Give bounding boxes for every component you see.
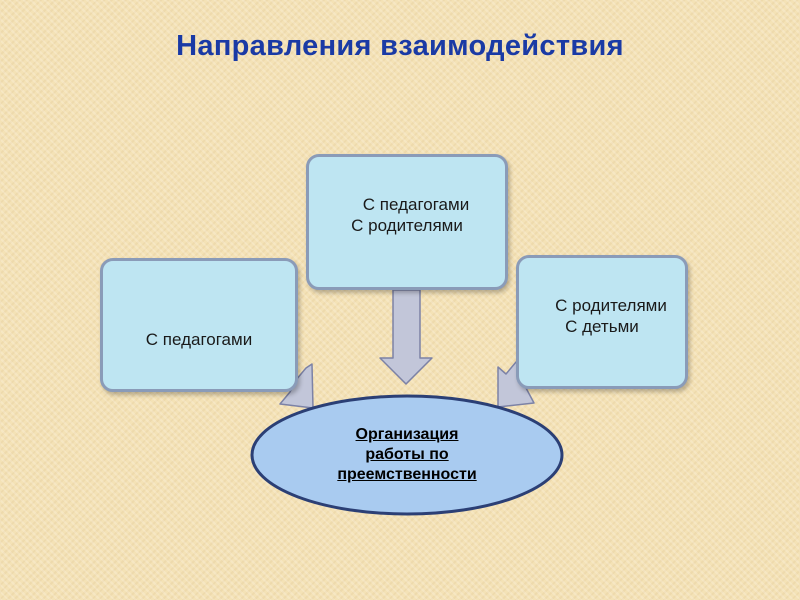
box-left-line1: С педагогами — [145, 329, 253, 349]
center-line3: преемственности — [337, 466, 477, 483]
center-line2: работы по — [365, 446, 449, 463]
box-with-teachers-parents: С педагогами С родителями — [306, 154, 508, 290]
center-ellipse: Организация работы по преемственности — [249, 393, 565, 517]
box-top-line2: С родителями — [351, 216, 463, 235]
box-right-line2: С детьми — [565, 317, 639, 336]
box-right-line1: С родителями — [555, 296, 667, 315]
arrow-down-icon — [379, 289, 433, 385]
box-with-teachers: С педагогами — [100, 258, 298, 392]
box-with-parents-children: С родителями С детьми — [516, 255, 688, 389]
center-ellipse-text: Организация работы по преемственности — [249, 393, 565, 517]
ellipse-shape — [250, 394, 564, 516]
page-title: Направления взаимодействия — [176, 30, 624, 62]
center-line1: Организация — [355, 426, 459, 443]
box-top-line1: С педагогами — [362, 195, 470, 214]
